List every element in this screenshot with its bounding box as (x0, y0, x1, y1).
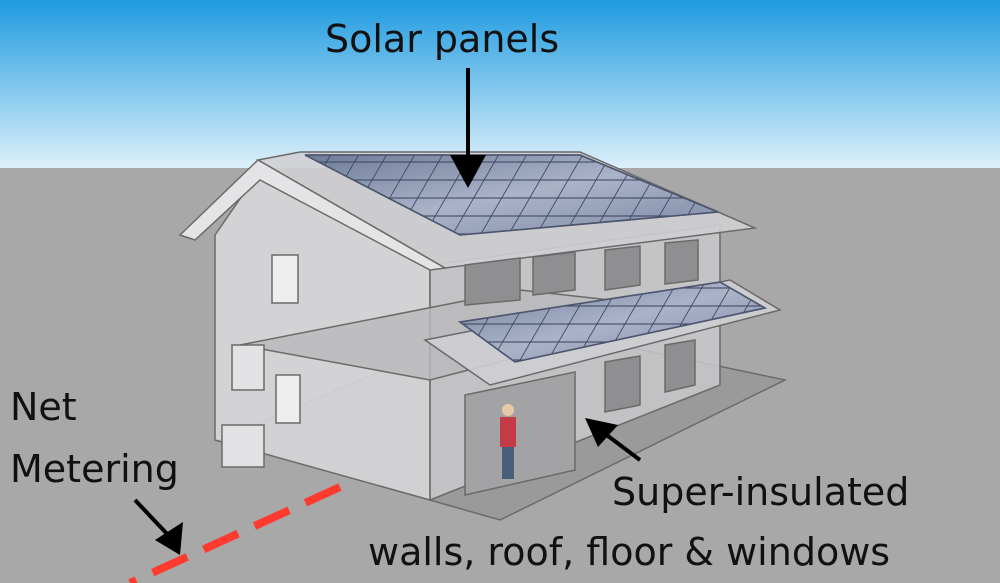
person-figure (500, 404, 516, 479)
grid-connection-line (128, 483, 342, 583)
net-label: Net (10, 385, 77, 429)
net-metering-arrow (133, 498, 183, 555)
super-insulated-label: Super-insulated (612, 470, 909, 514)
metering-label: Metering (10, 447, 179, 491)
envelope-label: walls, roof, floor & windows (368, 530, 890, 574)
solar-panels-arrow (450, 68, 486, 188)
solar-panels-label: Solar panels (325, 17, 559, 61)
insulation-arrow (585, 418, 642, 462)
sky (0, 0, 1000, 168)
